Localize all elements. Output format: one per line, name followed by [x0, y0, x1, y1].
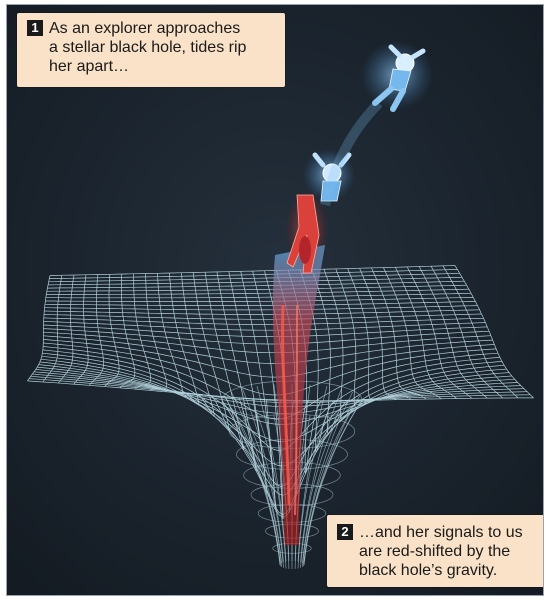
caption-line: her apart…	[27, 57, 275, 76]
caption-red-shift: 2 …and her signals to us are red-shifted …	[327, 515, 544, 587]
caption-line: As an explorer approaches	[49, 20, 240, 37]
illustration-frame: 1 As an explorer approaches a stellar bla…	[6, 4, 544, 596]
caption-explorer-approach: 1 As an explorer approaches a stellar bla…	[17, 13, 285, 87]
step-number-badge: 2	[337, 524, 353, 540]
caption-line: …and her signals to us	[359, 524, 523, 541]
caption-line: are red-shifted by the	[337, 542, 539, 561]
step-number-badge: 1	[27, 20, 43, 36]
caption-line: a stellar black hole, tides rip	[27, 38, 275, 57]
astronaut-figure-icon	[361, 41, 433, 109]
caption-line: black hole’s gravity.	[337, 561, 539, 580]
black-hole-illustration	[7, 5, 543, 595]
